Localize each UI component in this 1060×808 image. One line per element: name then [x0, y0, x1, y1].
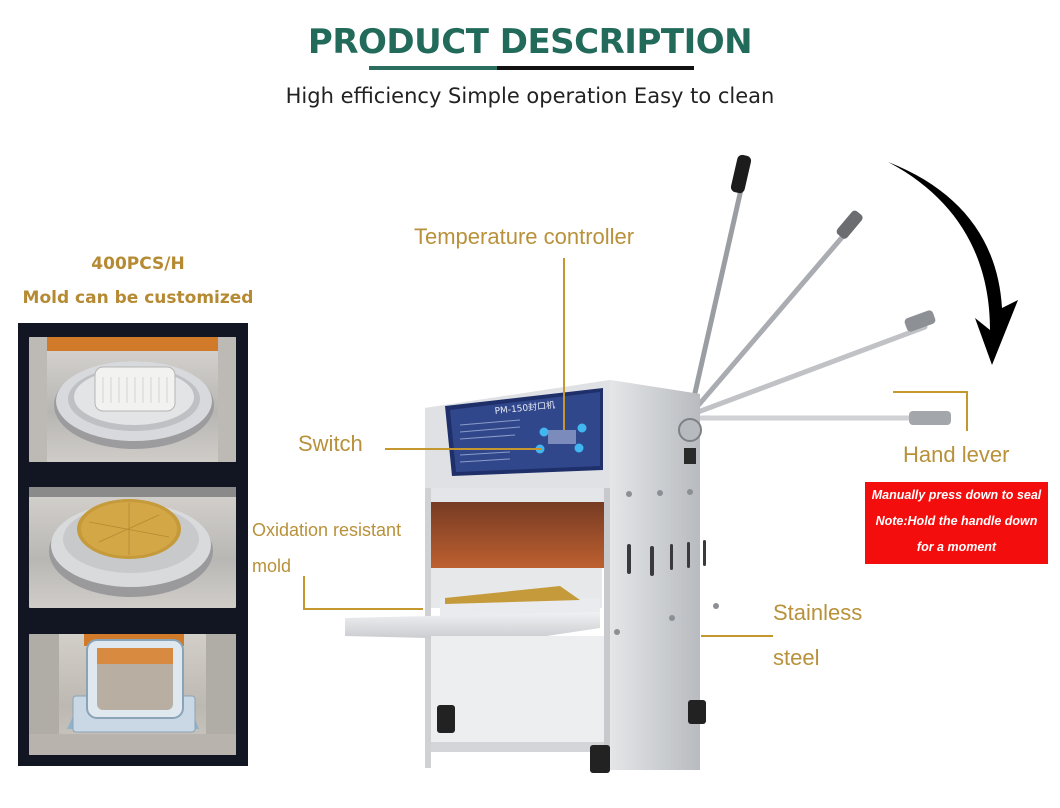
notice-line-3: for a moment — [916, 540, 997, 554]
oxidation-resistant-label: Oxidation resistant — [252, 520, 402, 540]
hand-lever-label: Hand lever — [903, 442, 1010, 467]
round-lid-mold-photo — [29, 487, 236, 608]
round-tray-mold-photo — [29, 337, 236, 462]
temperature-controller-leader — [563, 258, 565, 430]
mold-customizable-label: Mold can be customized — [22, 288, 254, 308]
notice-line-1: Manually press down to seal — [871, 488, 1042, 502]
stainless-label: Stainless — [773, 600, 863, 625]
switch-label: Switch — [298, 431, 363, 456]
temperature-controller-label: Temperature controller — [414, 224, 635, 249]
rectangular-mold-photo — [29, 634, 236, 755]
seal-instruction-notice: Manually press down to seal Note:Hold th… — [865, 482, 1048, 564]
stainless-steel-leader — [701, 635, 773, 637]
capacity-label: 400PCS/H — [91, 254, 185, 274]
mold-leader-vertical — [303, 576, 305, 609]
hand-lever-leader-horizontal — [893, 391, 968, 393]
mold-label: mold — [252, 556, 292, 576]
page-subtitle: High efficiency Simple operation Easy to… — [285, 84, 775, 108]
notice-line-2: Note:Hold the handle down — [875, 514, 1038, 528]
steel-label: steel — [773, 645, 820, 670]
sealing-machine-illustration: PM-150封口机 — [345, 154, 1018, 773]
mold-leader-horizontal — [303, 608, 423, 610]
title-underline-accent — [369, 66, 497, 70]
switch-leader — [385, 448, 542, 450]
hand-lever-leader-vertical — [966, 391, 968, 431]
page-title: PRODUCT DESCRIPTION — [307, 22, 753, 62]
mold-photo-panel — [18, 323, 248, 766]
title-underline — [497, 66, 694, 70]
